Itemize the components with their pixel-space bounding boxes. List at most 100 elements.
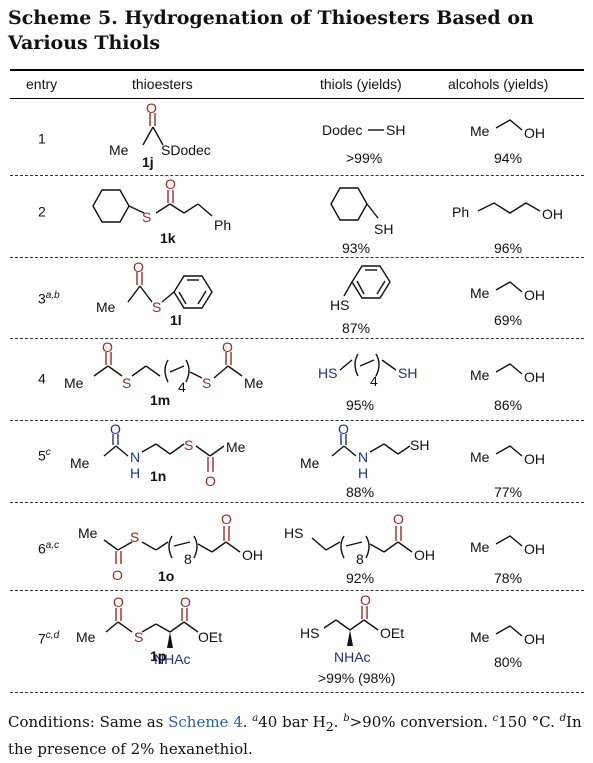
methyl-label: Me <box>78 525 98 541</box>
sdodec-label: SDodec <box>161 142 211 158</box>
oxygen-label: O <box>113 594 124 610</box>
nitrogen-label: N <box>130 449 140 465</box>
sulfur-label: S <box>152 299 161 315</box>
thiol-yield: >99% <box>346 150 383 166</box>
methyl-label: Me <box>470 629 490 645</box>
hydroxyl-label: OH <box>524 451 545 467</box>
table-header-rule <box>10 98 584 99</box>
scheme-title: Scheme 5. Hydrogenation of Thioesters Ba… <box>8 7 534 54</box>
entry-number: 6a,c <box>38 540 60 557</box>
oxygen-label: O <box>180 594 191 610</box>
hs-label: HS <box>318 365 337 381</box>
alcohol-yield: 94% <box>494 150 523 166</box>
thioester-1l-structure: O Me S <box>96 259 213 315</box>
header-thiols: thiols (yields) <box>320 76 402 92</box>
sh-label: SH <box>386 122 405 138</box>
methyl-label: Me <box>300 455 320 471</box>
oxygen-label: O <box>112 567 123 583</box>
thiol-yield: 87% <box>342 320 371 336</box>
nitrogen-label: N <box>358 449 368 465</box>
thiol-cyclohexanethiol-structure: SH <box>330 187 393 237</box>
alcohol-yield: 80% <box>494 654 523 670</box>
methyl-label: Me <box>470 123 490 139</box>
thiol-cysteine-ester-structure: HS O OEt NHAc <box>300 592 404 665</box>
compound-id: 1n <box>150 468 167 484</box>
hs-label: HS <box>330 297 349 313</box>
thiol-yield: 95% <box>346 397 375 413</box>
footnote-mark-c: c <box>492 713 499 724</box>
nhac-label: NHAc <box>154 651 191 667</box>
hs-label: HS <box>300 625 319 641</box>
hydroxyl-label: OH <box>524 541 545 557</box>
oxygen-label: O <box>393 511 404 527</box>
compound-id: 1o <box>158 568 175 584</box>
row-divider <box>10 175 584 176</box>
thioester-1j-structure: O Me SDodec <box>109 100 211 158</box>
repeat-count: 4 <box>178 379 186 395</box>
header-thioesters: thioesters <box>132 76 193 92</box>
row-divider <box>10 257 584 258</box>
sulfur-label: S <box>202 375 211 391</box>
phenyl-label: Ph <box>452 204 469 220</box>
alcohol-yield: 78% <box>494 570 523 586</box>
alcohol-ethanol-structure: Me OH <box>470 363 545 385</box>
footnote-prefix: Conditions: Same as <box>8 713 169 731</box>
row-divider <box>10 338 584 339</box>
ethoxy-label: OEt <box>380 625 404 641</box>
compound-id: 1p <box>150 648 167 664</box>
thiol-yield: 88% <box>346 484 375 500</box>
methyl-label: Me <box>70 455 90 471</box>
hydroxyl-label: OH <box>242 547 263 563</box>
sh-label: SH <box>398 365 417 381</box>
alcohol-ethanol-structure: Me OH <box>470 535 545 557</box>
compound-id: 1j <box>142 154 154 170</box>
thioester-1m-structure: O O Me S S Me 4 <box>64 339 264 395</box>
alcohol-yield: 77% <box>494 484 523 500</box>
thioester-1p-structure: O Me S O OEt NHAc <box>76 594 222 667</box>
thioester-1k-structure: S O Ph <box>92 176 231 233</box>
header-alcohols: alcohols (yields) <box>448 76 549 92</box>
oxygen-label: O <box>221 511 232 527</box>
nhac-label: NHAc <box>334 649 371 665</box>
sh-label: SH <box>410 437 429 453</box>
hydroxyl-label: OH <box>524 631 545 647</box>
entry-number: 5c <box>38 447 51 464</box>
methyl-label: Me <box>470 367 490 383</box>
footnote-b-text: >90% conversion. <box>349 713 488 731</box>
repeat-count: 8 <box>184 551 192 567</box>
scheme-4-link[interactable]: Scheme 4 <box>168 713 243 731</box>
thiol-mercaptoacid-structure: HS O OH 8 <box>284 511 435 567</box>
entry-number: 7c,d <box>38 630 60 647</box>
alcohol-ethanol-structure: Me OH <box>470 625 545 647</box>
thiol-yield: 92% <box>346 570 375 586</box>
thiol-yield: 93% <box>342 240 371 256</box>
oxygen-label: O <box>205 473 216 489</box>
ethoxy-label: OEt <box>198 629 222 645</box>
methyl-label: Me <box>64 375 84 391</box>
sulfur-label: S <box>122 375 131 391</box>
hydroxyl-label: OH <box>524 369 545 385</box>
thiol-acetylcysteamine-structure: O Me N H SH <box>300 421 429 481</box>
oxygen-label: O <box>360 592 371 608</box>
oxygen-label: O <box>165 176 176 192</box>
thioester-1o-structure: Me S O O OH 8 <box>78 511 263 583</box>
methyl-label: Me <box>470 539 490 555</box>
thioester-1n-structure: O Me N H S O Me <box>70 421 246 489</box>
oxygen-label: O <box>146 100 157 116</box>
footnote-mark-d: d <box>559 713 567 724</box>
entry-number: 3a,b <box>38 290 60 307</box>
methyl-label: Me <box>76 629 96 645</box>
dodec-label: Dodec <box>322 122 362 138</box>
compound-id: 1m <box>150 392 171 408</box>
oxygen-label: O <box>338 421 349 437</box>
hydrogen-label: H <box>130 465 140 481</box>
table-bottom-rule <box>10 692 584 693</box>
thiol-thiophenol-structure: HS <box>330 265 391 313</box>
sulfur-label: S <box>130 529 139 545</box>
methyl-label: Me <box>470 285 490 301</box>
sh-label: SH <box>374 221 393 237</box>
hydroxyl-label: OH <box>414 547 435 563</box>
phenyl-label: Ph <box>214 217 231 233</box>
sulfur-label: S <box>184 437 193 453</box>
hydroxyl-label: OH <box>542 206 563 222</box>
